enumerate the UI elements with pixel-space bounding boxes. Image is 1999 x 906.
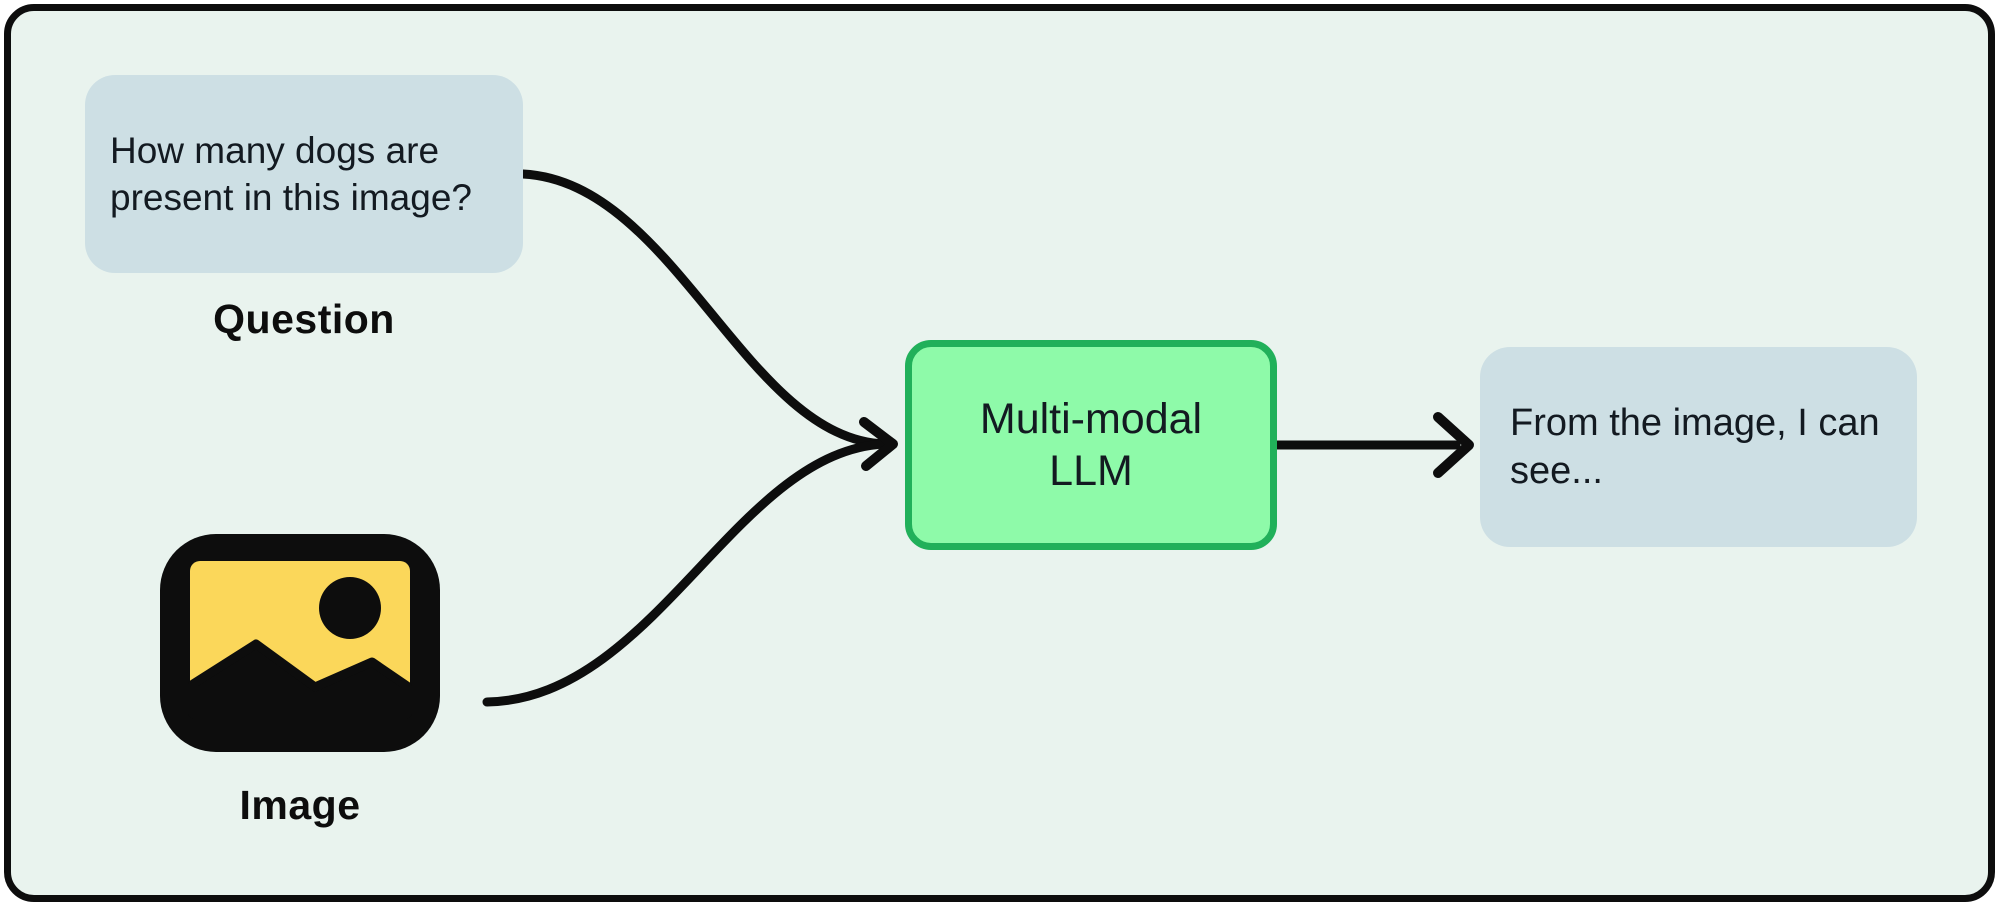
image-icon [160, 534, 440, 752]
llm-box-line: LLM [1049, 447, 1133, 495]
output-bubble-line: From the image, I can [1510, 402, 1880, 444]
llm-box-line: Multi-modal [979, 395, 1203, 443]
output-bubble: From the image, I can see... [1480, 347, 1917, 547]
question-label: Question [213, 296, 395, 342]
output-bubble-line: see... [1510, 450, 1603, 492]
question-bubble-line: present in this image? [110, 177, 472, 218]
mountains-icon [188, 639, 412, 719]
llm-box: Multi-modal LLM [905, 340, 1277, 550]
question-bubble: How many dogs are present in this image? [85, 75, 523, 273]
picture-icon [160, 534, 440, 752]
question-bubble-line: How many dogs are [110, 130, 440, 171]
sun-icon [319, 577, 381, 639]
image-label: Image [239, 782, 361, 828]
